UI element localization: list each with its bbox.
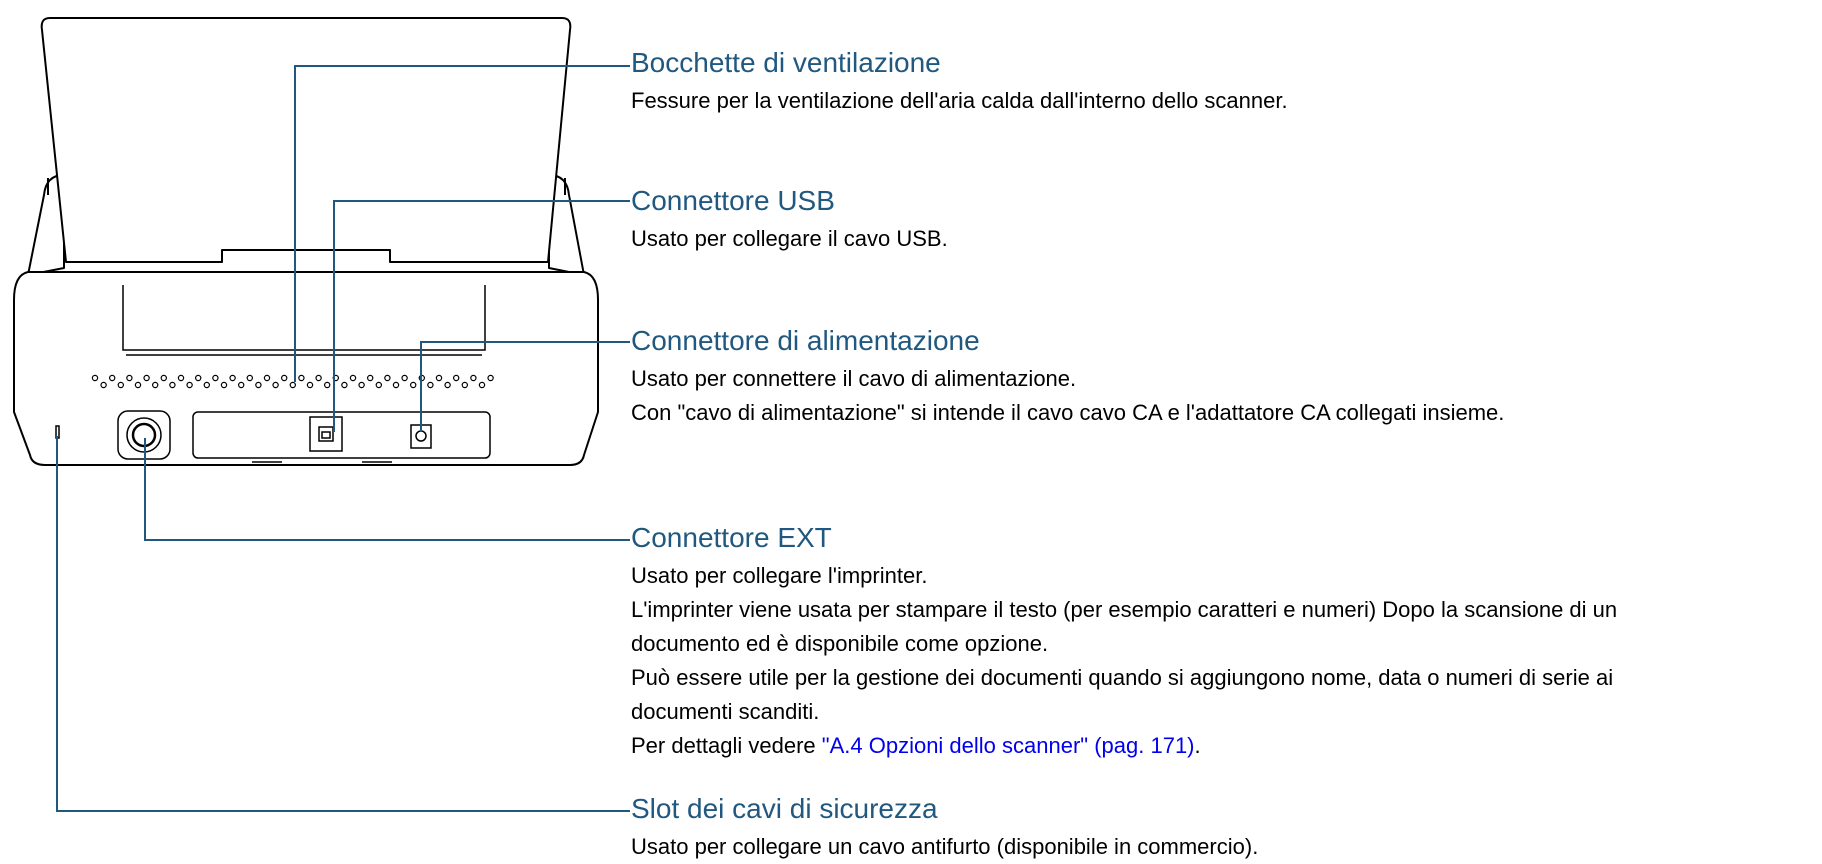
leader-security xyxy=(56,436,630,812)
vent-hole xyxy=(237,381,245,389)
vent-hole xyxy=(212,374,219,382)
vent-hole xyxy=(470,374,477,382)
vent-hole xyxy=(100,381,107,389)
vent-hole xyxy=(392,381,400,389)
detail-suffix: . xyxy=(1194,733,1201,758)
vent-hole xyxy=(134,381,142,389)
vent-hole xyxy=(298,374,305,382)
title-usb: Connettore USB xyxy=(631,185,835,216)
desc-ext-line: Può essere utile per la gestione dei doc… xyxy=(631,665,1614,690)
vent-hole xyxy=(108,374,116,382)
vent-hole xyxy=(401,374,408,382)
vent-hole xyxy=(177,374,185,382)
label-ventilazione: Bocchette di ventilazione Fessure per la… xyxy=(631,46,1822,118)
vent-hole xyxy=(306,381,314,389)
inner-tray xyxy=(122,285,486,351)
vent-hole xyxy=(341,381,348,389)
ventilation-holes xyxy=(91,374,494,389)
usb-connector xyxy=(309,416,343,452)
vent-hole xyxy=(384,374,391,382)
vent-hole xyxy=(126,374,133,382)
paper-chute xyxy=(40,17,572,263)
vent-hole xyxy=(375,381,382,389)
leader-ext xyxy=(144,438,630,541)
leader-alimentazione xyxy=(420,341,630,432)
vent-hole xyxy=(349,374,357,382)
vent-hole xyxy=(151,381,159,389)
vent-hole xyxy=(203,381,210,389)
vent-hole xyxy=(272,381,279,389)
desc-ext-line: L'imprinter viene usata per stampare il … xyxy=(631,597,1618,622)
desc-ext-line: Usato per collegare l'imprinter. xyxy=(631,563,928,588)
vent-hole xyxy=(117,381,125,389)
vent-hole xyxy=(324,381,331,389)
leader-usb xyxy=(333,200,630,432)
desc-security-line: Usato per collegare un cavo antifurto (d… xyxy=(631,834,1259,859)
vent-hole xyxy=(461,381,468,389)
vent-hole xyxy=(289,381,296,389)
vent-hole xyxy=(367,374,374,382)
vent-hole xyxy=(263,374,271,382)
desc-ext-line: documento ed è disponibile come opzione. xyxy=(631,631,1049,656)
desc-alimentazione-line: Con "cavo di alimentazione" si intende i… xyxy=(631,400,1505,425)
vent-hole xyxy=(410,381,417,389)
desc-ventilazione-line: Fessure per la ventilazione dell'aria ca… xyxy=(631,88,1288,113)
vent-hole xyxy=(186,381,193,389)
vent-hole xyxy=(194,374,202,382)
detail-prefix: Per dettagli vedere xyxy=(631,733,822,758)
label-alimentazione: Connettore di alimentazione Usato per co… xyxy=(631,324,1822,430)
desc-usb-line: Usato per collegare il cavo USB. xyxy=(631,226,948,251)
desc-alimentazione-line: Usato per connettere il cavo di alimenta… xyxy=(631,366,1077,391)
vent-hole xyxy=(315,374,322,382)
vent-hole xyxy=(160,374,167,382)
title-ext: Connettore EXT xyxy=(631,522,832,553)
label-ext: Connettore EXT Usato per collegare l'imp… xyxy=(631,521,1822,763)
vent-hole xyxy=(91,374,99,382)
label-security: Slot dei cavi di sicurezza Usato per col… xyxy=(631,792,1822,864)
port-panel xyxy=(192,411,491,459)
vent-hole xyxy=(255,381,262,389)
vent-hole xyxy=(427,381,434,389)
vent-hole xyxy=(281,374,288,382)
vent-hole xyxy=(487,374,494,382)
title-ventilazione: Bocchette di ventilazione xyxy=(631,47,941,78)
leader-ventilazione xyxy=(294,65,630,382)
label-usb: Connettore USB Usato per collegare il ca… xyxy=(631,184,1822,256)
vent-hole xyxy=(453,374,460,382)
vent-hole xyxy=(358,381,365,389)
scanner-body xyxy=(13,271,599,466)
vent-hole xyxy=(246,374,253,382)
vent-hole xyxy=(143,374,150,382)
title-security: Slot dei cavi di sicurezza xyxy=(631,793,938,824)
vent-hole xyxy=(169,381,176,389)
vent-hole xyxy=(478,381,486,389)
title-alimentazione: Connettore di alimentazione xyxy=(631,325,980,356)
vent-hole xyxy=(229,374,236,382)
desc-ext-line: documenti scanditi. xyxy=(631,699,820,724)
vent-hole xyxy=(220,381,228,389)
options-link[interactable]: "A.4 Opzioni dello scanner" (pag. 171) xyxy=(821,733,1195,758)
vent-hole xyxy=(444,381,451,389)
desc-ext-detail: Per dettagli vedere "A.4 Opzioni dello s… xyxy=(631,729,1822,763)
vent-hole xyxy=(435,374,443,382)
